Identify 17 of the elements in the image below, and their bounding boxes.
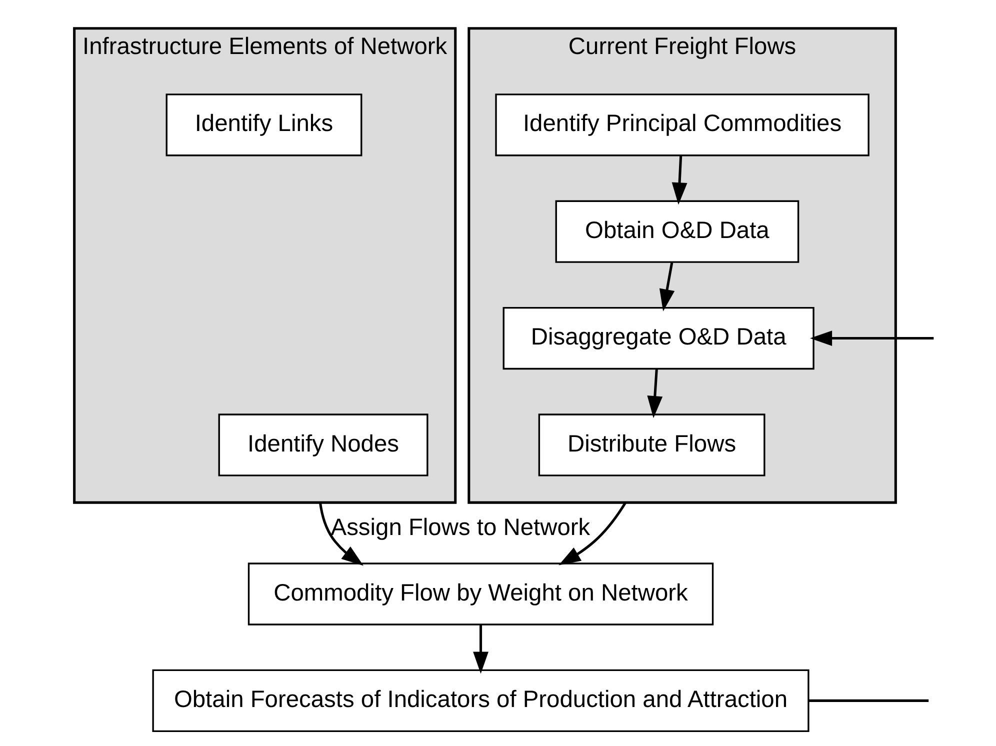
node-box: Identify Principal Commodities bbox=[495, 94, 870, 156]
connector bbox=[808, 699, 929, 702]
arrow bbox=[672, 156, 688, 205]
node-box: Disaggregate O&D Data bbox=[502, 306, 814, 370]
node-box: Obtain O&D Data bbox=[555, 200, 800, 263]
node-box: Obtain Forecasts of Indicators of Production and Attraction bbox=[152, 669, 810, 732]
node-box: Distribute Flows bbox=[538, 414, 766, 476]
edge-label: Assign Flows to Network bbox=[330, 515, 590, 542]
arrow bbox=[659, 262, 675, 312]
arrow bbox=[810, 330, 934, 346]
node-box: Identify Links bbox=[166, 94, 362, 156]
node-box: Identify Nodes bbox=[218, 414, 428, 476]
arrow bbox=[647, 369, 663, 418]
arrow bbox=[473, 625, 488, 674]
node-box: Commodity Flow by Weight on Network bbox=[248, 562, 714, 626]
arrow bbox=[318, 502, 364, 566]
arrow bbox=[558, 502, 627, 566]
